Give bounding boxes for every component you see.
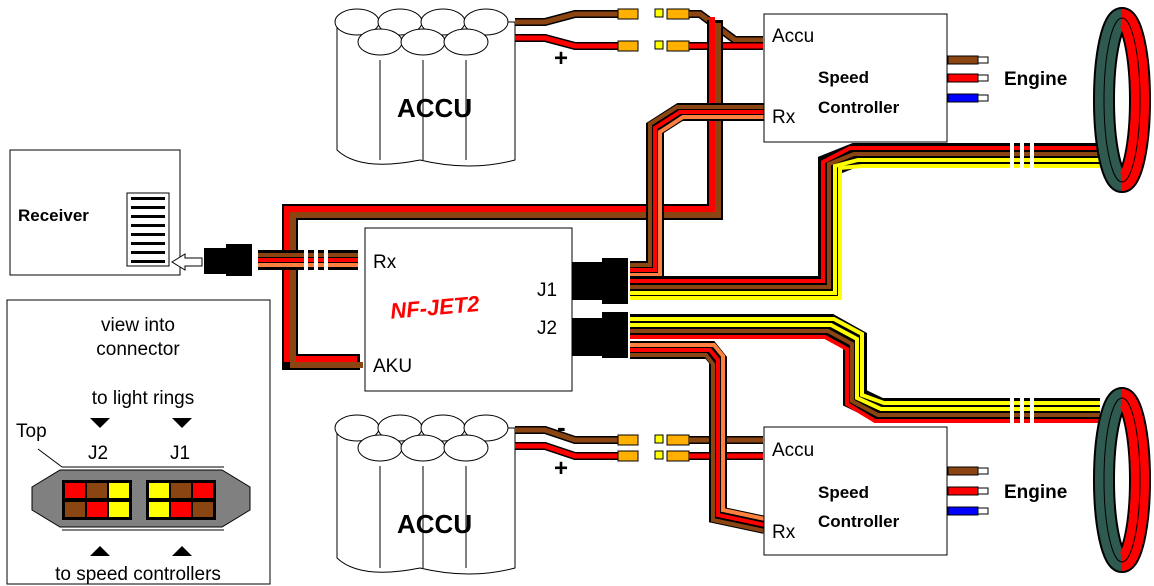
sc-top-line1: Speed (818, 68, 869, 87)
receiver-label: Receiver (18, 206, 89, 225)
connector-pins-j1 (149, 483, 213, 517)
nfjet-j2-label: J2 (537, 318, 557, 339)
sc-top-line2: Controller (818, 98, 900, 117)
j2-to-bottom-controller-cable (630, 341, 767, 534)
connector-pins-j2 (65, 483, 129, 517)
accu-top-label: ACCU (397, 93, 472, 123)
j2-to-bottom-ring-cable (630, 314, 1100, 428)
j2-down-arrow-icon (90, 418, 110, 428)
engine-ring-top (1093, 7, 1151, 193)
j1-to-top-ring-cable (630, 140, 1100, 300)
receiver-arrow-icon (171, 253, 203, 271)
nfjet-aku-label: AKU (373, 356, 412, 377)
receiver: Receiver (9, 149, 203, 276)
connector-j2-label: J2 (88, 443, 108, 464)
nf-jet2-module: Rx AKU J1 J2 NF-JET2 (364, 227, 573, 392)
accu-top-leads (515, 8, 763, 52)
sc-bottom-rx-port: Rx (772, 522, 796, 543)
accu-bottom-minus: - (557, 412, 566, 442)
speed-controller-top: Accu Rx Speed Controller (763, 13, 948, 143)
connector-bottom-caption: to speed controllers (55, 564, 221, 585)
j2-up-arrow-icon (90, 546, 110, 556)
connector-title-2: connector (96, 339, 180, 360)
engine-ring-bottom (1093, 387, 1151, 573)
sc-bottom-line2: Controller (818, 512, 900, 531)
connector-j1-label: J1 (170, 443, 190, 464)
rx-input-cable (204, 244, 358, 276)
sc-bottom-line1: Speed (818, 483, 869, 502)
accu-top-plus: + (554, 45, 568, 72)
connector-top-caption: to light rings (92, 388, 194, 409)
sc-bottom-motor-leads (947, 466, 989, 516)
accu-bottom-label: ACCU (397, 509, 472, 539)
sc-bottom-accu-port: Accu (772, 440, 814, 461)
connector-top-label: Top (16, 421, 47, 442)
j1-up-arrow-icon (172, 546, 192, 556)
receiver-pin-header (131, 197, 165, 263)
accu-bottom: ACCU - + (334, 412, 568, 575)
nfjet-j1-label: J1 (537, 280, 557, 301)
engine-top-label: Engine (1004, 69, 1067, 90)
accu-bottom-plus: + (554, 455, 568, 482)
sc-top-motor-leads (947, 55, 989, 103)
accu-top: ACCU - + (334, 2, 568, 167)
j1-to-top-controller-cable (630, 103, 765, 279)
connector-title-1: view into (101, 315, 175, 336)
connector-view-panel: view into connector to light rings Top J… (6, 299, 271, 585)
aku-loop-cable (282, 17, 723, 370)
j1-down-arrow-icon (172, 418, 192, 428)
engine-bottom-label: Engine (1004, 482, 1067, 503)
sc-top-accu-port: Accu (772, 26, 814, 47)
j1-j2-plugs (572, 258, 628, 358)
speed-controller-bottom: Accu Rx Speed Controller (763, 426, 948, 556)
sc-top-rx-port: Rx (772, 107, 796, 128)
nfjet-rx-label: Rx (373, 252, 397, 273)
